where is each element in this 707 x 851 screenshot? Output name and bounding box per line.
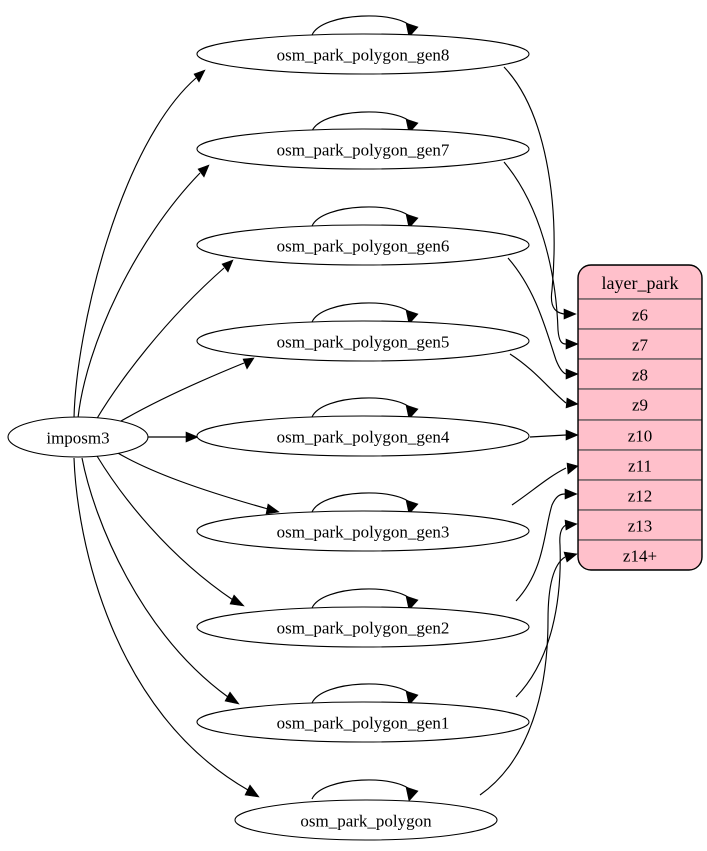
node-gen8-label: osm_park_polygon_gen8 <box>277 46 450 65</box>
table-cell-label-z11: z11 <box>628 457 652 476</box>
edge-imposm3-to-gen3 <box>115 451 280 515</box>
edge-group-self-loops <box>311 15 419 802</box>
edge-gen1-to-z13 <box>515 519 578 698</box>
node-gen3[interactable]: osm_park_polygon_gen3 <box>196 510 530 552</box>
self-loop-gen4 <box>311 397 419 420</box>
table-cell-label-z6: z6 <box>632 306 648 325</box>
node-imposm3-label: imposm3 <box>46 429 109 448</box>
edge-group-nodes-to-table <box>479 66 579 796</box>
self-loop-gen5 <box>311 302 419 325</box>
node-base[interactable]: osm_park_polygon <box>234 799 498 841</box>
edge-gen7-to-z7 <box>503 161 579 350</box>
table-cell-label-z12: z12 <box>628 487 653 506</box>
node-gen2-label: osm_park_polygon_gen2 <box>277 619 450 638</box>
node-gen7-label: osm_park_polygon_gen7 <box>277 141 450 160</box>
node-gen8[interactable]: osm_park_polygon_gen8 <box>196 33 530 75</box>
edge-imposm3-to-base <box>73 457 260 798</box>
table-header-label: layer_park <box>602 273 679 293</box>
node-gen3-label: osm_park_polygon_gen3 <box>277 523 450 542</box>
self-loop-gen2 <box>311 588 419 611</box>
table-cell-label-z10: z10 <box>628 427 653 446</box>
edge-imposm3-to-gen5 <box>115 357 255 425</box>
table-cell-label-z8: z8 <box>632 366 648 385</box>
edge-imposm3-to-gen7 <box>77 164 210 419</box>
self-loop-gen6 <box>311 206 419 229</box>
self-loop-gen8 <box>311 15 419 38</box>
node-gen5-label: osm_park_polygon_gen5 <box>277 333 450 352</box>
self-loop-gen1 <box>311 683 419 706</box>
self-loop-gen3 <box>311 492 419 515</box>
table-row-z6[interactable] <box>578 298 702 330</box>
edge-gen5-to-z9 <box>509 353 579 409</box>
node-gen4[interactable]: osm_park_polygon_gen4 <box>196 415 530 457</box>
self-loop-base <box>311 779 419 802</box>
table-cell-label-z7: z7 <box>632 336 649 355</box>
node-gen7[interactable]: osm_park_polygon_gen7 <box>196 128 530 170</box>
edge-imposm3-to-gen2 <box>96 455 245 607</box>
node-gen2[interactable]: osm_park_polygon_gen2 <box>196 606 530 648</box>
edge-imposm3-to-gen6 <box>95 259 234 421</box>
edge-base-to-z14 <box>479 551 578 796</box>
edge-imposm3-to-gen8 <box>73 69 206 419</box>
node-gen6-label: osm_park_polygon_gen6 <box>277 237 450 256</box>
edge-gen4-to-z10 <box>529 429 579 441</box>
edge-group-source-to-nodes <box>73 69 280 798</box>
edge-gen3-to-z11 <box>511 462 579 506</box>
table-row-z14[interactable] <box>578 539 702 570</box>
node-gen1[interactable]: osm_park_polygon_gen1 <box>196 701 530 743</box>
table-cell-label-z9: z9 <box>632 396 648 415</box>
edge-imposm3-to-gen1 <box>81 457 240 705</box>
table-cell-label-z14: z14+ <box>623 547 657 566</box>
node-gen5[interactable]: osm_park_polygon_gen5 <box>196 320 530 362</box>
table-row-z8[interactable] <box>578 358 702 390</box>
table-outline <box>577 264 703 571</box>
node-gen1-label: osm_park_polygon_gen1 <box>277 714 450 733</box>
node-gen6[interactable]: osm_park_polygon_gen6 <box>196 224 530 266</box>
edge-gen6-to-z8 <box>507 257 579 380</box>
edge-imposm3-to-gen4 <box>148 431 199 443</box>
node-imposm3[interactable]: imposm3 <box>7 416 149 458</box>
layer-park-table[interactable]: layer_park z6 z7 z8 z9 z10 z11 z12 z13 z… <box>577 264 703 571</box>
node-base-label: osm_park_polygon <box>300 812 432 831</box>
edge-gen8-to-z6 <box>503 66 577 320</box>
table-cell-label-z13: z13 <box>628 517 653 536</box>
node-gen4-label: osm_park_polygon_gen4 <box>277 428 450 447</box>
edge-gen2-to-z12 <box>515 488 578 602</box>
table-row-z7[interactable] <box>578 328 702 360</box>
